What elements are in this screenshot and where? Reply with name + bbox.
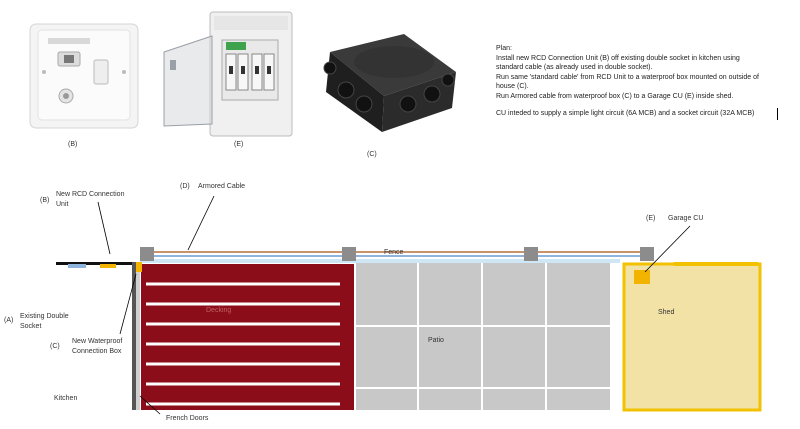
rcd-unit-marker: [100, 264, 116, 268]
french-doors-label: French Doors: [166, 415, 209, 422]
new-rcd-label-line1: New RCD Connection: [56, 191, 125, 198]
kitchen-label: Kitchen: [54, 395, 78, 402]
shed-label: Shed: [658, 309, 675, 316]
plan-heading: Plan:: [496, 45, 512, 52]
plan-text-block: Plan: Install new RCD Connection Unit (B…: [496, 44, 796, 119]
plan-line: house (C).: [496, 83, 529, 90]
fence-post: [640, 247, 654, 261]
fence-line: [140, 259, 620, 263]
rcd-pointer: [97, 201, 111, 255]
socket-letter: (A): [4, 317, 14, 324]
waterproof-pointer: [119, 273, 137, 335]
existing-socket-marker: [68, 264, 86, 268]
garage-cu-label: Garage CU: [668, 215, 704, 222]
junction-box-photo: [323, 34, 456, 132]
armored-pointer: [187, 195, 215, 251]
plan-line: Run Armored cable from waterproof box (C…: [496, 92, 734, 100]
consumer-unit-caption: (E): [234, 141, 244, 148]
house-wall: [132, 262, 136, 410]
french-doors: [136, 262, 140, 410]
socket-label-line2: Socket: [20, 323, 42, 330]
new-rcd-letter: (B): [40, 197, 50, 204]
text-cursor: [777, 108, 778, 120]
socket-label-line1: Existing Double: [20, 313, 69, 320]
house-wall-top: [56, 262, 140, 265]
garage-cu-letter: (E): [646, 215, 656, 222]
consumer-unit-photo: [163, 11, 293, 137]
decking-boards: [146, 282, 340, 406]
rcd-unit-caption: (B): [68, 141, 78, 148]
decking-label: Decking: [206, 307, 232, 314]
new-rcd-label-line2: Unit: [56, 201, 69, 208]
shed-area: [622, 262, 762, 412]
plan-line: Run same 'standard cable' from RCD Unit …: [496, 73, 759, 81]
patio-slabs: [356, 262, 610, 410]
waterproof-letter: (C): [50, 343, 60, 350]
waterproof-label-line1: New Waterproof: [72, 338, 123, 345]
plan-line: Install new RCD Connection Unit (B) off …: [496, 54, 740, 62]
fence-label: Fence: [384, 249, 404, 256]
plan-line: standard cable (as already used in doubl…: [496, 64, 653, 71]
fence-post: [524, 247, 538, 261]
french-doors-pointer: [139, 395, 161, 415]
waterproof-box-marker: [136, 262, 142, 272]
rcd-unit-photo: [29, 23, 139, 129]
junction-box-caption: (C): [367, 151, 377, 158]
garage-cu-pointer: [644, 225, 691, 273]
fence-post: [140, 247, 154, 261]
armored-letter: (D): [180, 183, 190, 190]
plan-note: CU inteded to supply a simple light circ…: [496, 110, 755, 117]
waterproof-label-line2: Connection Box: [72, 348, 122, 355]
fence-post: [342, 247, 356, 261]
armored-label: Armored Cable: [198, 183, 246, 190]
patio-label: Patio: [428, 337, 444, 344]
garage-cu-marker: [634, 270, 650, 284]
decking-area: [141, 264, 354, 410]
shed-roof-edge: [674, 262, 758, 266]
